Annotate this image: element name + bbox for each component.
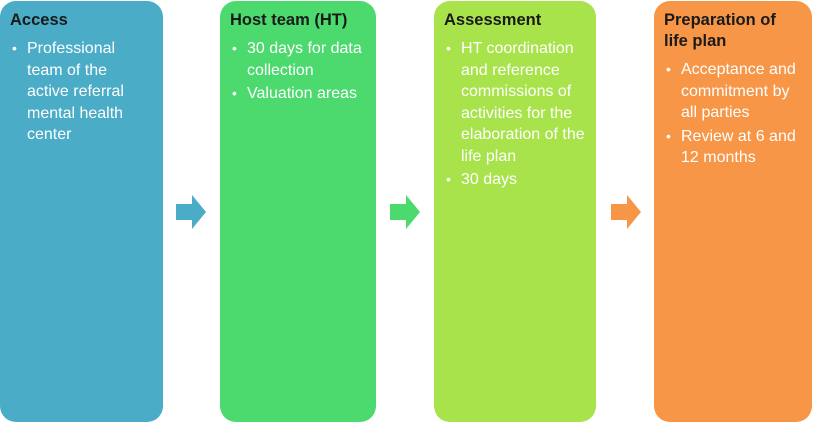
list-item: • Valuation areas [230, 83, 366, 105]
arrow-right-icon [611, 195, 641, 229]
bullet-list: • HT coordination and reference commissio… [444, 38, 586, 191]
bullet-dot-icon: • [446, 40, 451, 56]
bullet-text: Professional team of the active referral… [27, 40, 124, 143]
bullet-dot-icon: • [232, 40, 237, 56]
arrow-right-icon [176, 195, 206, 229]
stage-title: Access [10, 11, 68, 29]
list-item: • HT coordination and reference commissio… [444, 38, 586, 167]
list-item: • 30 days for data collection [230, 38, 366, 81]
bullet-dot-icon: • [666, 127, 671, 144]
bullet-list: • Professional team of the active referra… [10, 38, 153, 146]
bullet-text: 30 days for data collection [247, 40, 362, 79]
stage-assessment: Assessment • HT coordination and referenc… [434, 1, 596, 422]
stage-life-plan: Preparation of life plan • Acceptance and… [654, 1, 812, 422]
bullet-text: Acceptance and commitment by all parties [681, 61, 796, 121]
stage-title: Preparation of life plan [664, 11, 776, 50]
bullet-dot-icon: • [232, 85, 237, 101]
bullet-dot-icon: • [666, 61, 671, 77]
bullet-dot-icon: • [446, 171, 451, 187]
bullet-text: Review at 6 and 12 months [681, 127, 796, 167]
bullet-text: Valuation areas [247, 85, 357, 102]
bullet-text: HT coordination and reference commission… [461, 40, 585, 165]
arrow-right-icon [390, 195, 420, 229]
list-item: • Professional team of the active referra… [10, 38, 153, 146]
bullet-list: • Acceptance and commitment by all partie… [664, 59, 802, 169]
list-item: • Review at 6 and 12 months [664, 126, 802, 169]
list-item: • 30 days [444, 169, 586, 191]
stage-access: Access • Professional team of the active … [0, 1, 163, 422]
list-item: • Acceptance and commitment by all partie… [664, 59, 802, 124]
bullet-list: • 30 days for data collection • Valuation … [230, 38, 366, 105]
stage-title: Host team (HT) [230, 11, 348, 29]
bullet-dot-icon: • [12, 40, 17, 56]
stage-host-team: Host team (HT) • 30 days for data collect… [220, 1, 376, 422]
stage-title: Assessment [444, 11, 542, 29]
bullet-text: 30 days [461, 171, 518, 188]
